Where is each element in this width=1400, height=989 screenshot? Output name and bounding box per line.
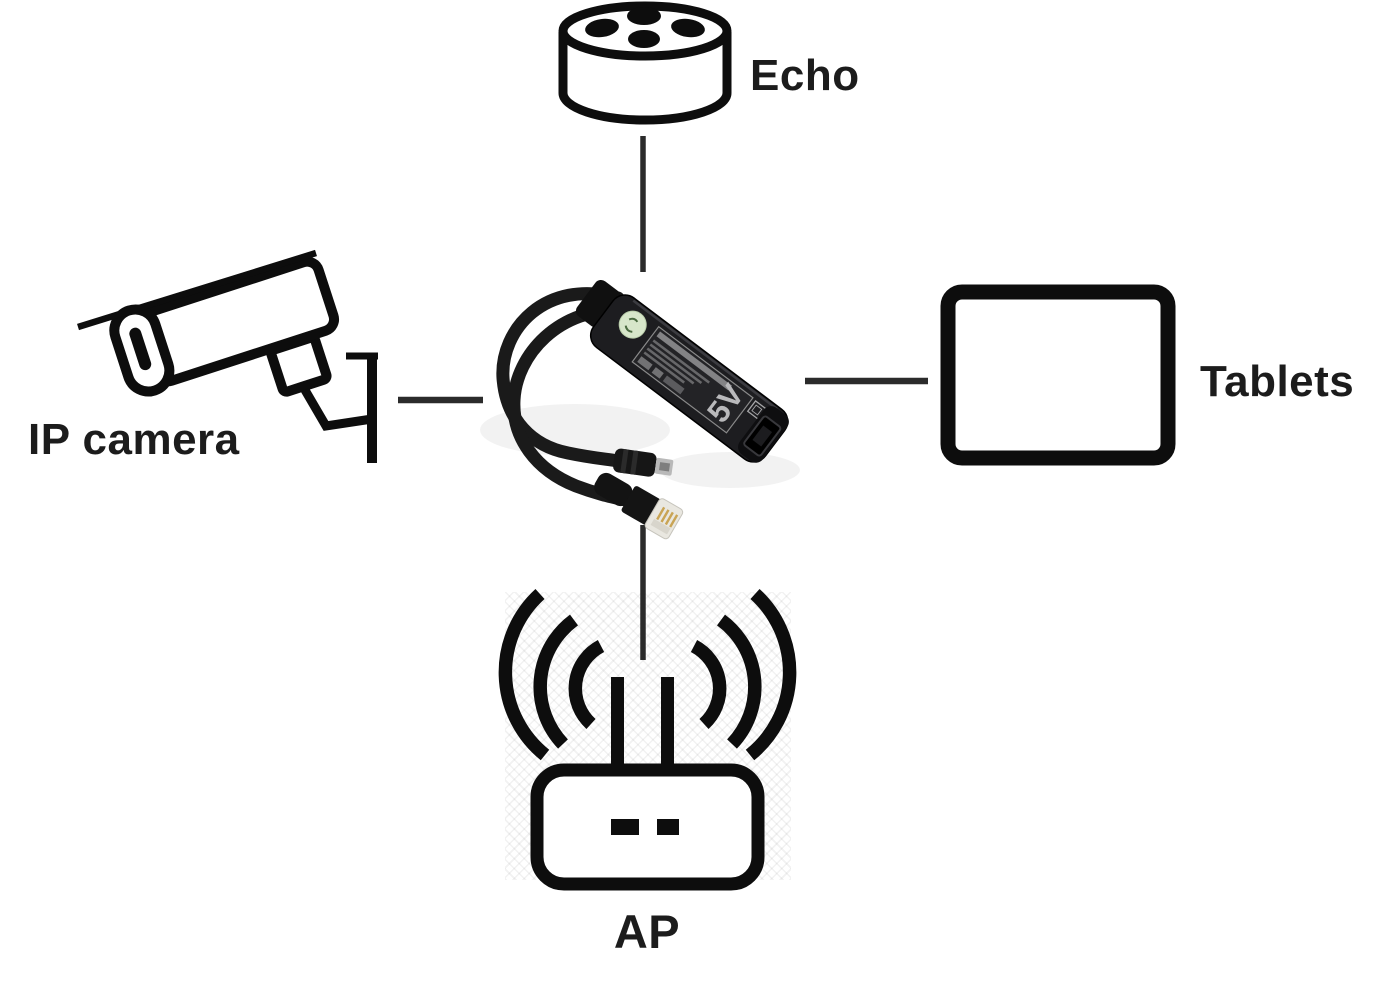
echo-speaker-holes [585,7,705,48]
camera-mount-arm [301,387,373,431]
rj45-socket-tab [752,425,773,447]
tablet-frame-icon [940,284,1176,466]
wifi-arc-left-outer [498,589,550,761]
connector-lines [398,136,928,660]
router-antenna-left [611,677,624,777]
tablets-label: Tablets [1200,357,1355,406]
wifi-signal-arcs [498,589,797,761]
splitter-cables [496,287,637,508]
splitter-body-group: 5V [575,279,789,463]
splitter-shadow-2 [660,452,800,488]
ip-camera-label: IP camera [28,415,240,464]
rj45-plug [594,472,684,540]
splitter-cable-boot [575,279,621,328]
router-body [530,763,765,891]
router-led-dash-left [611,819,639,835]
tablet-frame [940,284,1176,466]
splitter-cert-mark-inner [751,404,763,416]
router-led-dash-right [657,819,679,835]
echo-label: Echo [750,51,860,100]
camera-lens-slit [129,327,152,371]
camera-body-group [109,256,340,397]
qc-sticker-marks [624,317,639,333]
wifi-arc-left-middle [533,614,579,749]
echo-speaker-icon [558,1,732,125]
camera-sunshade-line [77,249,317,331]
router-antenna-right [661,677,674,777]
wifi-arc-right-outer [745,589,797,761]
splitter-label-fineprint [637,331,732,395]
cctv-camera-icon [77,249,378,463]
splitter-body-highlight [632,299,778,410]
rj45-gold-pins [656,506,679,528]
wifi-arc-right-middle [716,614,762,749]
poe-splitter-photo: 5V [480,279,800,540]
wifi-arc-right-inner [690,640,727,729]
qc-sticker [618,310,647,339]
micro-usb-connector [613,448,674,477]
ap-label: AP [613,905,681,958]
wifi-router-icon [498,589,797,891]
wifi-arc-left-inner [568,640,605,729]
splitter-cable-ethernet [507,303,637,508]
